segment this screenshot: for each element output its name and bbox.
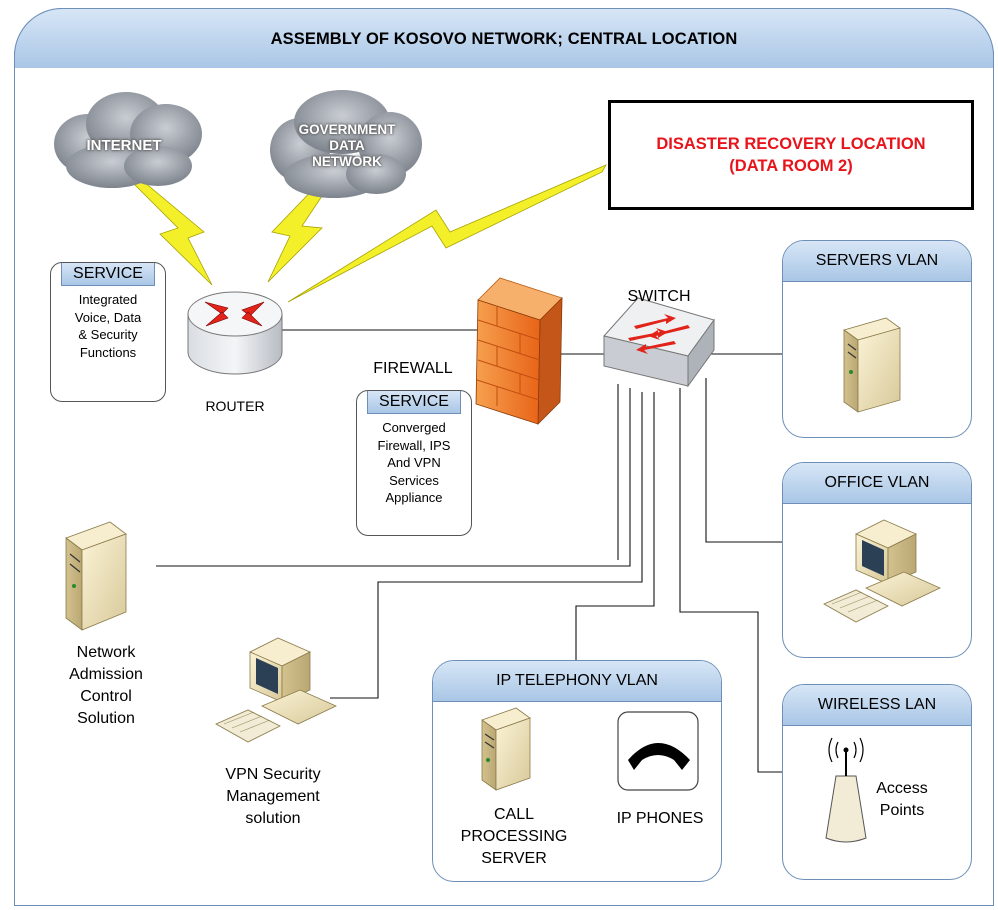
servers-vlan-box: SERVERS VLAN [782, 240, 972, 438]
router-label: ROUTER [205, 398, 265, 414]
firewall-device [475, 277, 563, 425]
gov-label-line1: GOVERNMENT [298, 122, 396, 137]
ip-telephony-vlan-box: IP TELEPHONY VLAN [432, 660, 722, 882]
office-vlan-title: OFFICE VLAN [783, 463, 971, 504]
nac-server [65, 521, 127, 631]
disaster-recovery-box: DISASTER RECOVERY LOCATION (DATA ROOM 2) [608, 100, 974, 210]
lightning-internet [128, 179, 213, 286]
nac-label: Network Admission Control Solution [50, 642, 162, 730]
vpn-mgmt-line3: solution [245, 810, 301, 827]
router-service-line: Functions [79, 344, 137, 360]
office-workstation [823, 519, 941, 623]
router-service-title: SERVICE [61, 263, 155, 286]
servers-vlan-title: SERVERS VLAN [783, 241, 971, 282]
nac-line1: Network [76, 644, 136, 661]
firewall-service-box: SERVICE Converged Firewall, IPS And VPN … [356, 390, 472, 536]
vpn-mgmt-line2: Management [226, 788, 320, 805]
firewall-service-text: Converged Firewall, IPS And VPN Services… [357, 419, 471, 507]
firewall-service-line: Services [389, 472, 439, 488]
firewall-service-line: Firewall, IPS [377, 437, 451, 453]
internet-label: INTERNET [86, 137, 162, 154]
router-service-box: SERVICE Integrated Voice, Data & Securit… [50, 262, 166, 402]
router-service-line: & Security [78, 327, 138, 342]
access-points-label: Access Points [862, 778, 942, 822]
ip-phones-label: IP PHONES [616, 810, 704, 827]
office-vlan-box: OFFICE VLAN [782, 462, 972, 658]
ip-phone [617, 711, 699, 791]
call-processing-line2: PROCESSING [460, 828, 568, 845]
diagram-title: ASSEMBLY OF KOSOVO NETWORK; CENTRAL LOCA… [270, 30, 738, 48]
ip-telephony-vlan-title: IP TELEPHONY VLAN [433, 661, 721, 702]
nac-line3: Control [80, 688, 132, 705]
firewall-service-line: Appliance [385, 490, 443, 505]
servers-vlan-server [843, 317, 901, 413]
gov-label-line2: DATA [329, 138, 365, 153]
government-network-label: GOVERNMENT DATA NETWORK [282, 122, 412, 170]
vpn-mgmt-label: VPN Security Management solution [200, 764, 346, 830]
vpn-mgmt-workstation [215, 637, 337, 743]
firewall-service-line: Converged [382, 420, 446, 435]
wireless-lan-title: WIRELESS LAN [783, 685, 971, 726]
internet-cloud [54, 92, 202, 188]
firewall-service-title: SERVICE [367, 391, 461, 414]
router-service-line: Integrated [78, 292, 138, 307]
access-point-device [825, 737, 867, 843]
firewall-label: FIREWALL [373, 360, 453, 377]
router-service-line: Voice, Data [74, 309, 142, 325]
nac-line4: Solution [77, 710, 135, 727]
access-points-line2: Points [879, 802, 925, 819]
government-cloud [270, 90, 422, 198]
firewall-service-line: And VPN [387, 455, 441, 470]
lightning-disaster-recovery [287, 164, 607, 303]
vpn-mgmt-line1: VPN Security [225, 766, 321, 783]
nac-line2: Admission [69, 666, 143, 683]
access-points-line1: Access [876, 780, 928, 797]
router-device [187, 291, 283, 375]
dr-line1: DISASTER RECOVERY LOCATION [656, 135, 926, 153]
call-processing-server [481, 707, 531, 791]
call-processing-line3: SERVER [481, 850, 547, 867]
call-processing-label: CALL PROCESSING SERVER [454, 804, 574, 870]
call-processing-line1: CALL [493, 806, 535, 823]
switch-label: SWITCH [627, 288, 691, 305]
wireless-lan-box: WIRELESS LAN [782, 684, 972, 880]
gov-label-line3: NETWORK [312, 154, 382, 169]
switch-device [603, 297, 715, 388]
router-service-text: Integrated Voice, Data & Security Functi… [51, 291, 165, 361]
dr-line2: (DATA ROOM 2) [729, 157, 853, 175]
